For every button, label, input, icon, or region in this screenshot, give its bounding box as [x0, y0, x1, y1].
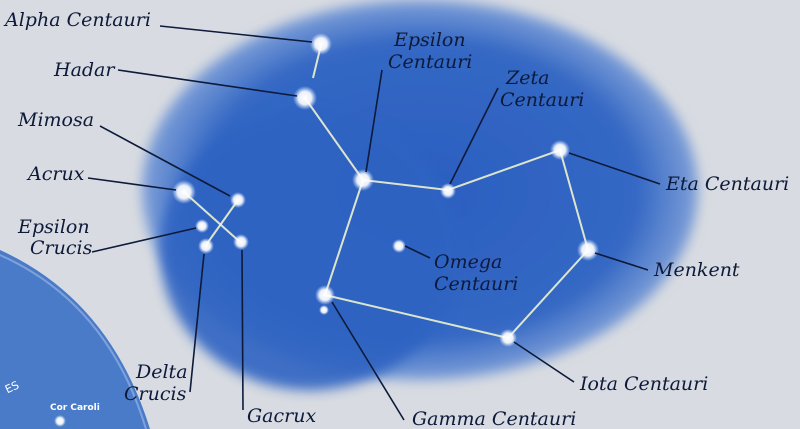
star-gamma-centauri-companion	[319, 305, 329, 315]
star-mimosa	[230, 192, 246, 208]
star-hadar	[293, 86, 317, 110]
label-delta-crucis-line2: Crucis	[124, 383, 187, 405]
star-menkent	[577, 239, 599, 261]
label-alpha-centauri: Alpha Centauri	[3, 9, 151, 31]
label-cor-caroli: Cor Caroli	[50, 403, 100, 413]
label-acrux: Acrux	[26, 163, 85, 185]
label-eta-centauri: Eta Centauri	[665, 173, 789, 195]
star-cor-caroli	[54, 415, 66, 427]
label-omega-centauri-line1: Omega	[434, 251, 502, 273]
star-acrux	[172, 180, 196, 204]
star-gacrux	[233, 234, 249, 250]
star-alpha-centauri	[310, 33, 332, 55]
star-epsilon-crucis	[195, 219, 209, 233]
star-iota-centauri	[499, 329, 517, 347]
label-delta-crucis-line1: Delta	[135, 361, 188, 383]
label-epsilon-crucis-line1: Epsilon	[17, 216, 90, 238]
label-menkent: Menkent	[653, 259, 740, 281]
label-iota-centauri: Iota Centauri	[579, 373, 708, 395]
star-epsilon-centauri	[352, 169, 374, 191]
star-zeta-centauri	[440, 183, 456, 199]
label-hadar: Hadar	[53, 59, 116, 81]
label-mimosa: Mimosa	[17, 109, 94, 131]
label-gamma-centauri: Gamma Centauri	[412, 408, 576, 429]
star-omega-centauri	[392, 239, 406, 253]
label-zeta-centauri-line2: Centauri	[500, 89, 584, 111]
label-epsilon-centauri-line1: Epsilon	[393, 29, 466, 51]
star-delta-crucis	[198, 238, 214, 254]
label-epsilon-centauri-line2: Centauri	[388, 51, 472, 73]
label-epsilon-crucis-line2: Crucis	[30, 237, 93, 259]
label-zeta-centauri-line1: Zeta	[505, 67, 549, 89]
label-gacrux: Gacrux	[247, 405, 316, 427]
label-omega-centauri-line2: Centauri	[434, 273, 518, 295]
star-eta-centauri	[550, 140, 570, 160]
